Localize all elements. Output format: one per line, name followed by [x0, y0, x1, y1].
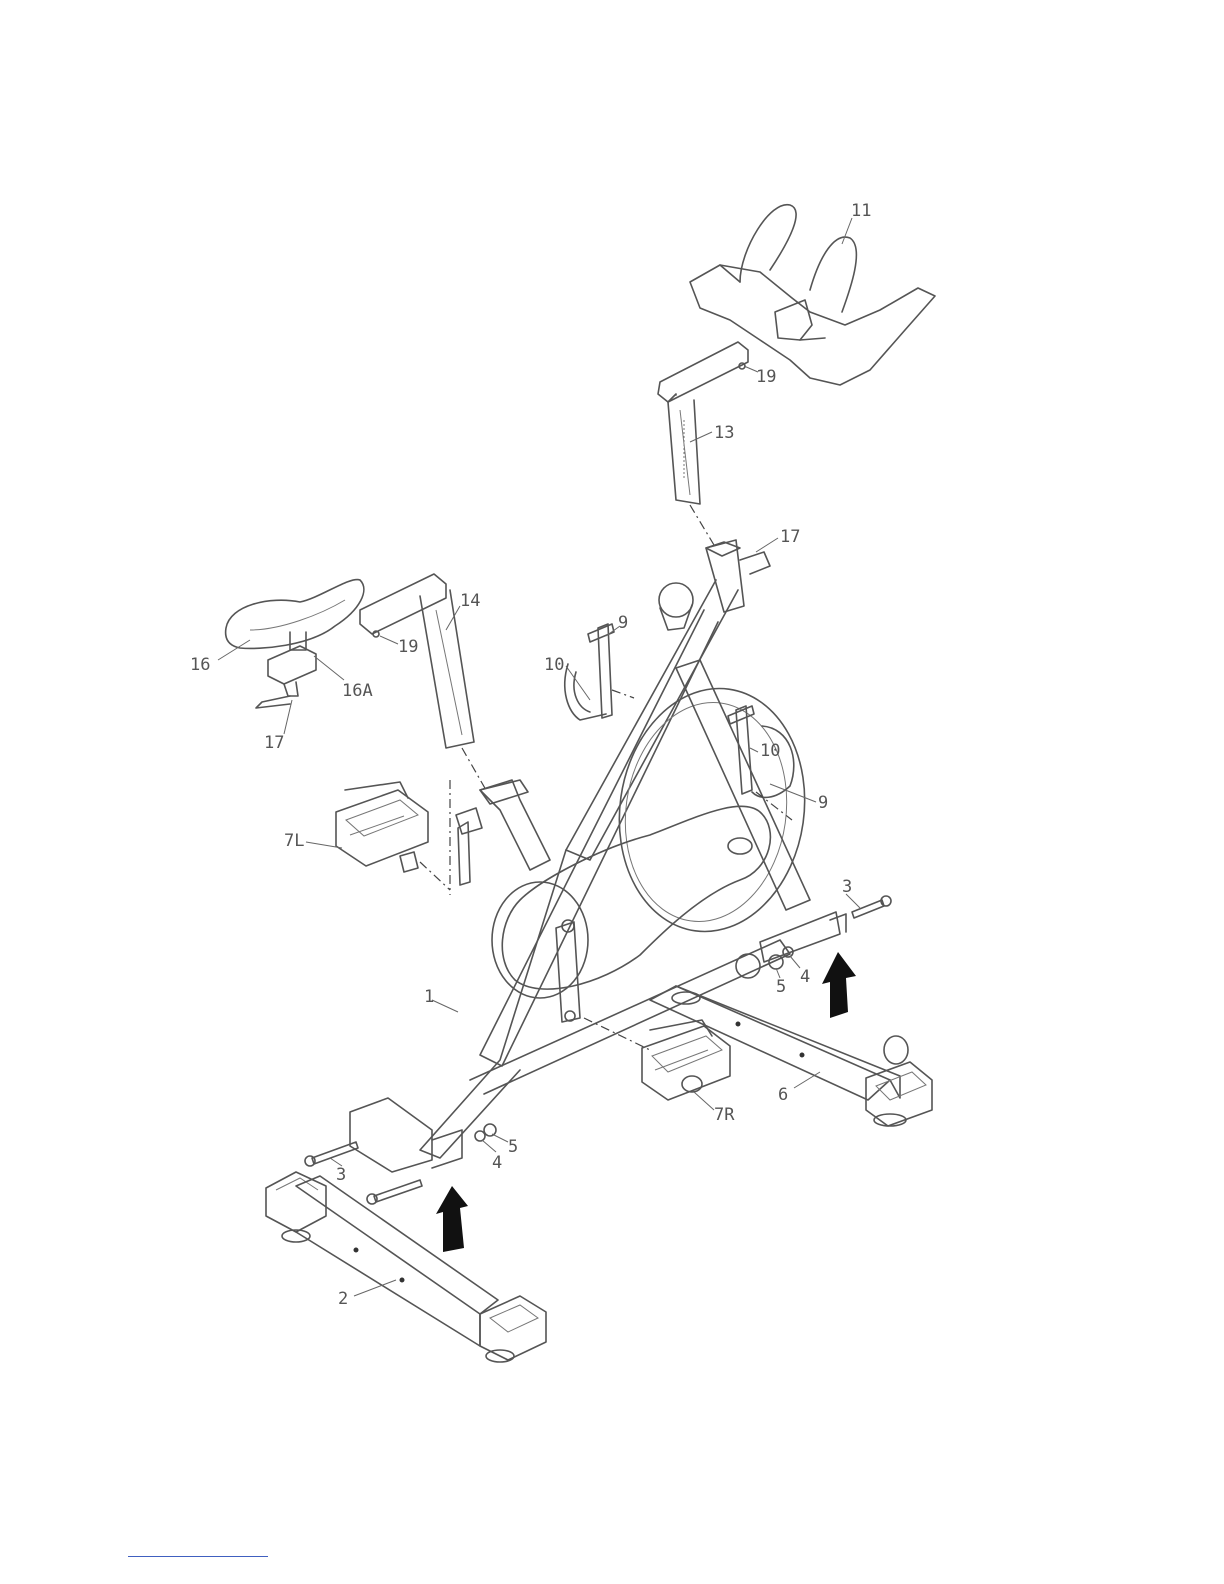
handlebar-post — [658, 342, 748, 545]
bottle-holder-upper — [565, 624, 634, 720]
callout-7l: 7L — [284, 831, 304, 851]
callout-17-seat: 17 — [264, 733, 284, 753]
callout-10-upper: 10 — [544, 655, 564, 675]
arrow-rear — [822, 952, 856, 1018]
callout-5-front: 5 — [508, 1137, 518, 1157]
callout-16a: 16A — [342, 681, 373, 701]
callout-14: 14 — [460, 591, 480, 611]
callout-10-lower: 10 — [760, 741, 780, 761]
front-stabilizer — [266, 1172, 546, 1362]
callout-17-front: 17 — [780, 527, 800, 547]
callout-19-seat: 19 — [398, 637, 418, 657]
callout-2: 2 — [338, 1289, 348, 1309]
pedal-right — [642, 1020, 730, 1100]
callout-3-rear: 3 — [842, 877, 852, 897]
callout-1: 1 — [424, 987, 434, 1007]
pedal-left — [336, 780, 450, 895]
callout-9-upper: 9 — [618, 613, 628, 633]
callout-13: 13 — [714, 423, 734, 443]
callout-9-lower: 9 — [818, 793, 828, 813]
callout-4-front: 4 — [492, 1153, 502, 1173]
callout-3-front: 3 — [336, 1165, 346, 1185]
callout-16: 16 — [190, 655, 210, 675]
callout-11: 11 — [851, 201, 871, 221]
callout-4-rear: 4 — [800, 967, 810, 987]
handlebar — [690, 205, 935, 385]
footer-rule — [128, 1556, 268, 1557]
callout-5-rear: 5 — [776, 977, 786, 997]
callout-6: 6 — [778, 1085, 788, 1105]
callout-19-handlebar: 19 — [756, 367, 776, 387]
arrow-front — [436, 1186, 468, 1252]
callout-7r: 7R — [714, 1105, 735, 1125]
callout-labels: 11 19 13 17 14 19 16 16A 17 9 10 10 9 7L… — [190, 201, 871, 1309]
